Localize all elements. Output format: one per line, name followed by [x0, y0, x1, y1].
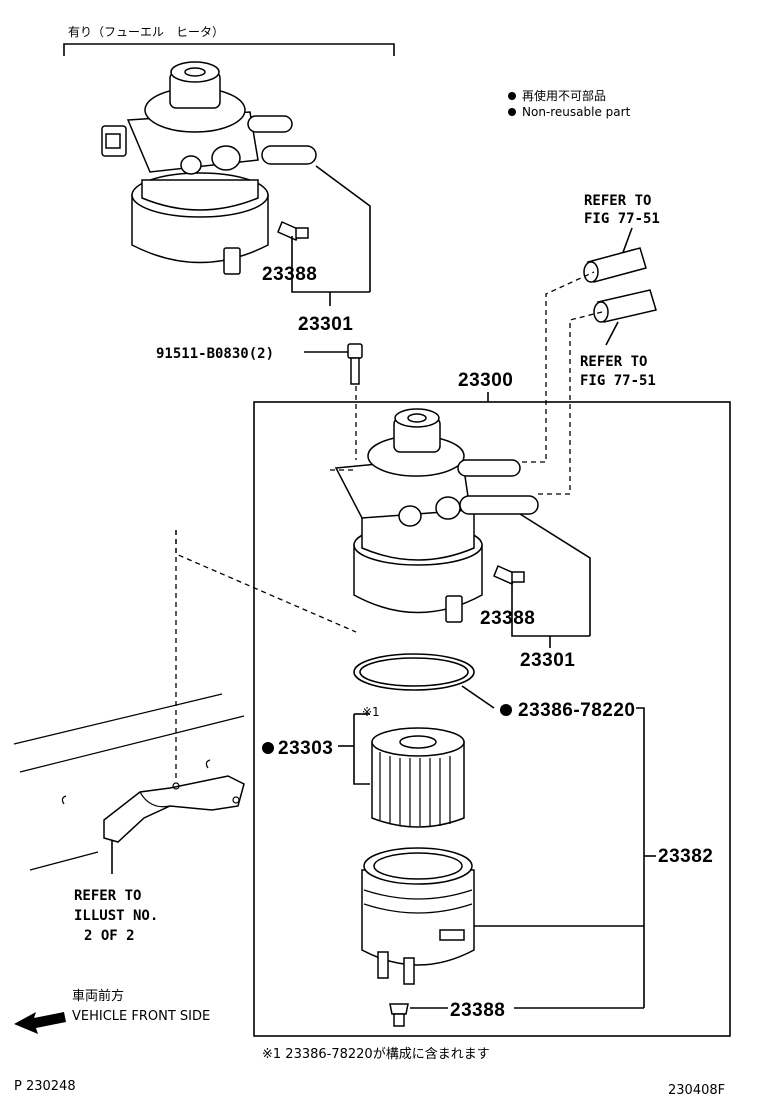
direction-jp: 車両前方: [72, 988, 124, 1004]
label-23301-top: 23301: [298, 314, 353, 335]
ref-illust-line3: 2 OF 2: [84, 928, 135, 944]
ref-fig-mid-line1: REFER TO: [580, 354, 647, 370]
leader-23382-bracket: [636, 707, 645, 1008]
front-arrow-icon: [14, 1012, 66, 1034]
legend-jp: 再使用不可部品: [522, 88, 606, 103]
ref-fig-top-leader: [621, 227, 633, 256]
label-23303: 23303: [278, 738, 333, 759]
leader-23388-top: [291, 236, 370, 293]
assembly-23300-box: [253, 401, 731, 1037]
label-23388-bot: 23388: [450, 1000, 505, 1021]
ref-illust-line1: REFER TO: [74, 888, 141, 904]
ref-fig-top-line1: REFER TO: [584, 193, 651, 209]
variant-bracket: 有り（フューエル ヒータ）: [63, 25, 395, 56]
legend-bullet-2: [508, 108, 516, 116]
leader-23388-mid: [511, 582, 590, 637]
nonreusable-mark-23386: [500, 704, 512, 716]
filter-head-illustration-mid: [334, 408, 539, 623]
bolt-illustration: [347, 343, 363, 385]
legend: 再使用不可部品 Non-reusable part: [508, 88, 631, 119]
leader-23303-bracket: [353, 714, 370, 785]
nonreusable-mark-23303: [262, 742, 274, 754]
leader-23301-top: [315, 165, 371, 292]
leader-o-ring: [461, 685, 495, 709]
note-mark-1: ※1: [362, 705, 380, 719]
page-code: P 230248: [14, 1079, 76, 1094]
ref-fig-mid-line2: FIG 77-51: [580, 373, 656, 389]
ref-fig-mid-leader: [605, 321, 619, 346]
variant-label: 有り（フューエル ヒータ）: [68, 25, 224, 39]
direction-en: VEHICLE FRONT SIDE: [72, 1009, 210, 1024]
label-23382: 23382: [658, 846, 713, 867]
o-ring-illustration: [353, 653, 475, 691]
fuel-hoses: [583, 247, 657, 323]
label-23300: 23300: [458, 370, 513, 391]
dash-hose-2: [538, 311, 603, 495]
label-23388-top: 23388: [262, 264, 317, 285]
diagram-code: 230408F: [668, 1083, 725, 1098]
legend-en: Non-reusable part: [522, 105, 631, 119]
filter-element-illustration: [371, 727, 465, 828]
footer-note: ※1 23386-78220が構成に含まれます: [262, 1046, 490, 1062]
label-23301-mid: 23301: [520, 650, 575, 671]
label-bolt: 91511-B0830(2): [156, 346, 274, 362]
drain-plug-illustration: [389, 1003, 409, 1027]
legend-bullet-1: [508, 92, 516, 100]
label-23388-mid: 23388: [480, 608, 535, 629]
label-23386: 23386-78220: [518, 700, 636, 721]
dash-hose-1: [522, 271, 595, 463]
leader-23301-mid: [519, 513, 591, 636]
filter-case-illustration: [361, 847, 475, 985]
filter-head-illustration-top: [101, 61, 317, 275]
ref-fig-top-line2: FIG 77-51: [584, 211, 660, 227]
dash-bracket: [175, 530, 357, 633]
bracket-illustration: [13, 693, 245, 871]
ref-illust-line2: ILLUST NO.: [74, 908, 158, 924]
